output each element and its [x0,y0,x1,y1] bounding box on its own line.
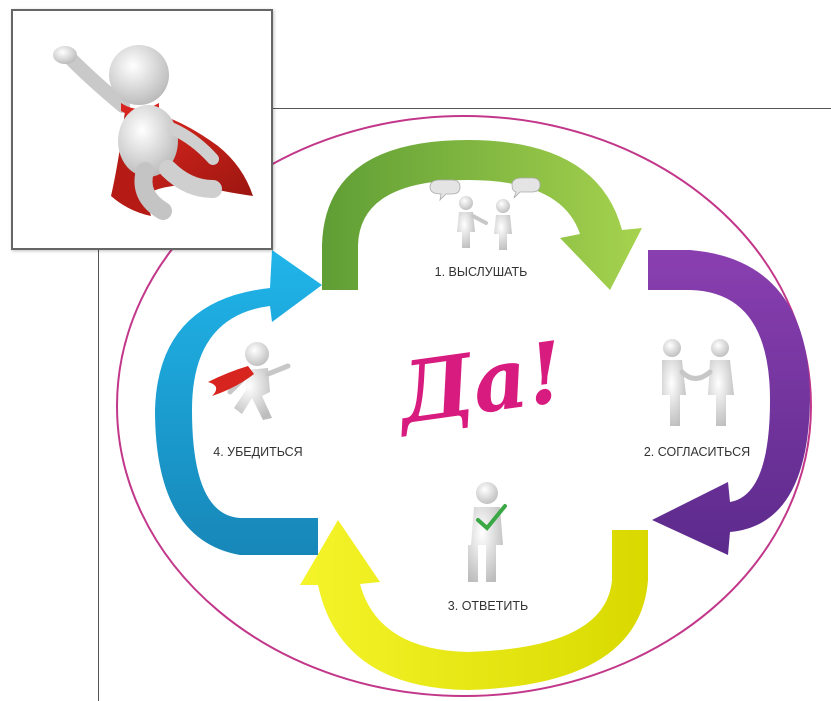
arrow-yellow-bottom [300,520,648,690]
outer-ellipse [116,115,812,697]
arrow-purple-right [648,250,810,555]
step-2-label: 2. СОГЛАСИТЬСЯ [644,445,750,459]
handshake-icon [662,339,734,426]
superhero-figure-icon [53,45,253,220]
arrow-blue-left [155,250,322,555]
running-figure-icon [208,342,291,420]
step-4-label: 4. УБЕДИТЬСЯ [213,445,302,459]
inset-picture [11,9,273,250]
step-3-label: 3. ОТВЕТИТЬ [448,599,528,613]
two-people-talking-icon [429,177,541,250]
center-word: Да! [388,322,570,444]
figure-with-checkmark-icon [468,482,507,582]
step-1-label: 1. ВЫСЛУШАТЬ [435,265,528,279]
arrow-green-top [322,140,642,290]
